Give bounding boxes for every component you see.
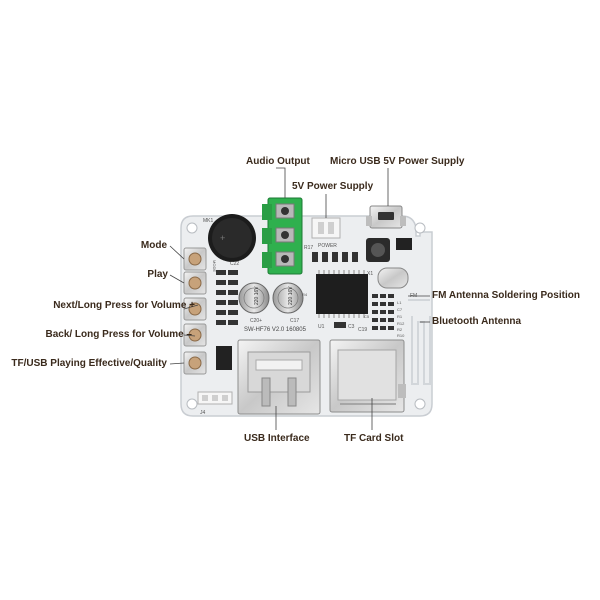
silk-board-id: SW-HF76 V2.0 160805 (244, 327, 307, 333)
smd-c3 (334, 322, 346, 328)
label-bt-antenna: Bluetooth Antenna (432, 316, 522, 327)
next-button (183, 297, 207, 321)
power-pads-5v: POWER (311, 217, 341, 249)
silk-cap-b: 220 16V (288, 286, 294, 305)
silk-r4: R4 (302, 292, 308, 297)
mounting-hole (414, 398, 426, 410)
j4-pads (197, 391, 233, 405)
leader-back (183, 334, 196, 337)
audio-jack-stack (262, 197, 303, 275)
smd-resistor-row (312, 252, 358, 262)
silk-r1: R1 (397, 314, 403, 319)
label-micro-usb: Micro USB 5V Power Supply (330, 156, 465, 167)
silk-c3: C3 (348, 324, 355, 330)
silk-c7: C7 (397, 307, 403, 312)
mode-button (183, 247, 207, 271)
capacitor-left (238, 282, 270, 314)
usb-a-port (237, 339, 321, 415)
main-ic (316, 270, 368, 318)
play-button (183, 271, 207, 295)
label-audio-output: Audio Output (246, 156, 310, 167)
leader-next (183, 304, 199, 310)
silk-c17: C17 (290, 318, 299, 324)
label-5v-power: 5V Power Supply (292, 181, 374, 192)
leader-audio-output (276, 167, 286, 198)
silk-c5: C5 (364, 314, 370, 319)
leader-lines (169, 167, 430, 430)
label-usb-interface: USB Interface (244, 433, 310, 444)
tf-usb-quality-button (183, 351, 207, 375)
silk-mode: MODE (212, 260, 217, 272)
silk-c19: C19 (358, 327, 367, 333)
silk-c20: C20+ (250, 318, 262, 324)
mounting-hole (186, 222, 198, 234)
smd-right-column (372, 294, 394, 330)
silk-l1: L1 (397, 300, 402, 305)
svg-text:+: + (220, 233, 225, 243)
inductor (366, 238, 390, 262)
label-tf-slot: TF Card Slot (344, 433, 404, 444)
mounting-hole (186, 398, 198, 410)
label-tf-usb: TF/USB Playing Effective/Quality (11, 358, 167, 369)
microphone: + (208, 214, 256, 262)
silk-x1: X1 (367, 271, 373, 277)
silk-r2: R2 (397, 327, 403, 332)
silk-cap-a: 220 16V (254, 286, 260, 305)
silk-j4: J4 (200, 410, 206, 416)
silk-u1: U1 (318, 324, 325, 330)
label-play: Play (147, 269, 168, 280)
label-back: Back/ Long Press for Volume – (45, 329, 192, 340)
crystal (377, 267, 409, 289)
capacitor-right (272, 282, 304, 314)
micro-usb-connector (366, 205, 406, 229)
leader-mode (169, 245, 185, 260)
tf-card-slot (329, 339, 406, 413)
leader-play (169, 274, 185, 284)
silk-r17: R17 (304, 245, 313, 251)
label-fm-antenna: FM Antenna Soldering Position (432, 290, 580, 301)
silk-power: POWER (318, 243, 337, 249)
label-mode: Mode (140, 240, 167, 251)
mounting-hole (414, 222, 426, 234)
label-next: Next/Long Press for Volume + (53, 300, 195, 311)
silk-r12: R12 (397, 321, 405, 326)
silk-r10: R10 (397, 333, 405, 338)
leader-tf-usb (169, 362, 185, 365)
regulator-chip (396, 238, 412, 250)
silk-c22: C22 (230, 261, 239, 267)
smd-left-column (216, 270, 238, 370)
silk-mk1: MK1 (203, 218, 214, 224)
